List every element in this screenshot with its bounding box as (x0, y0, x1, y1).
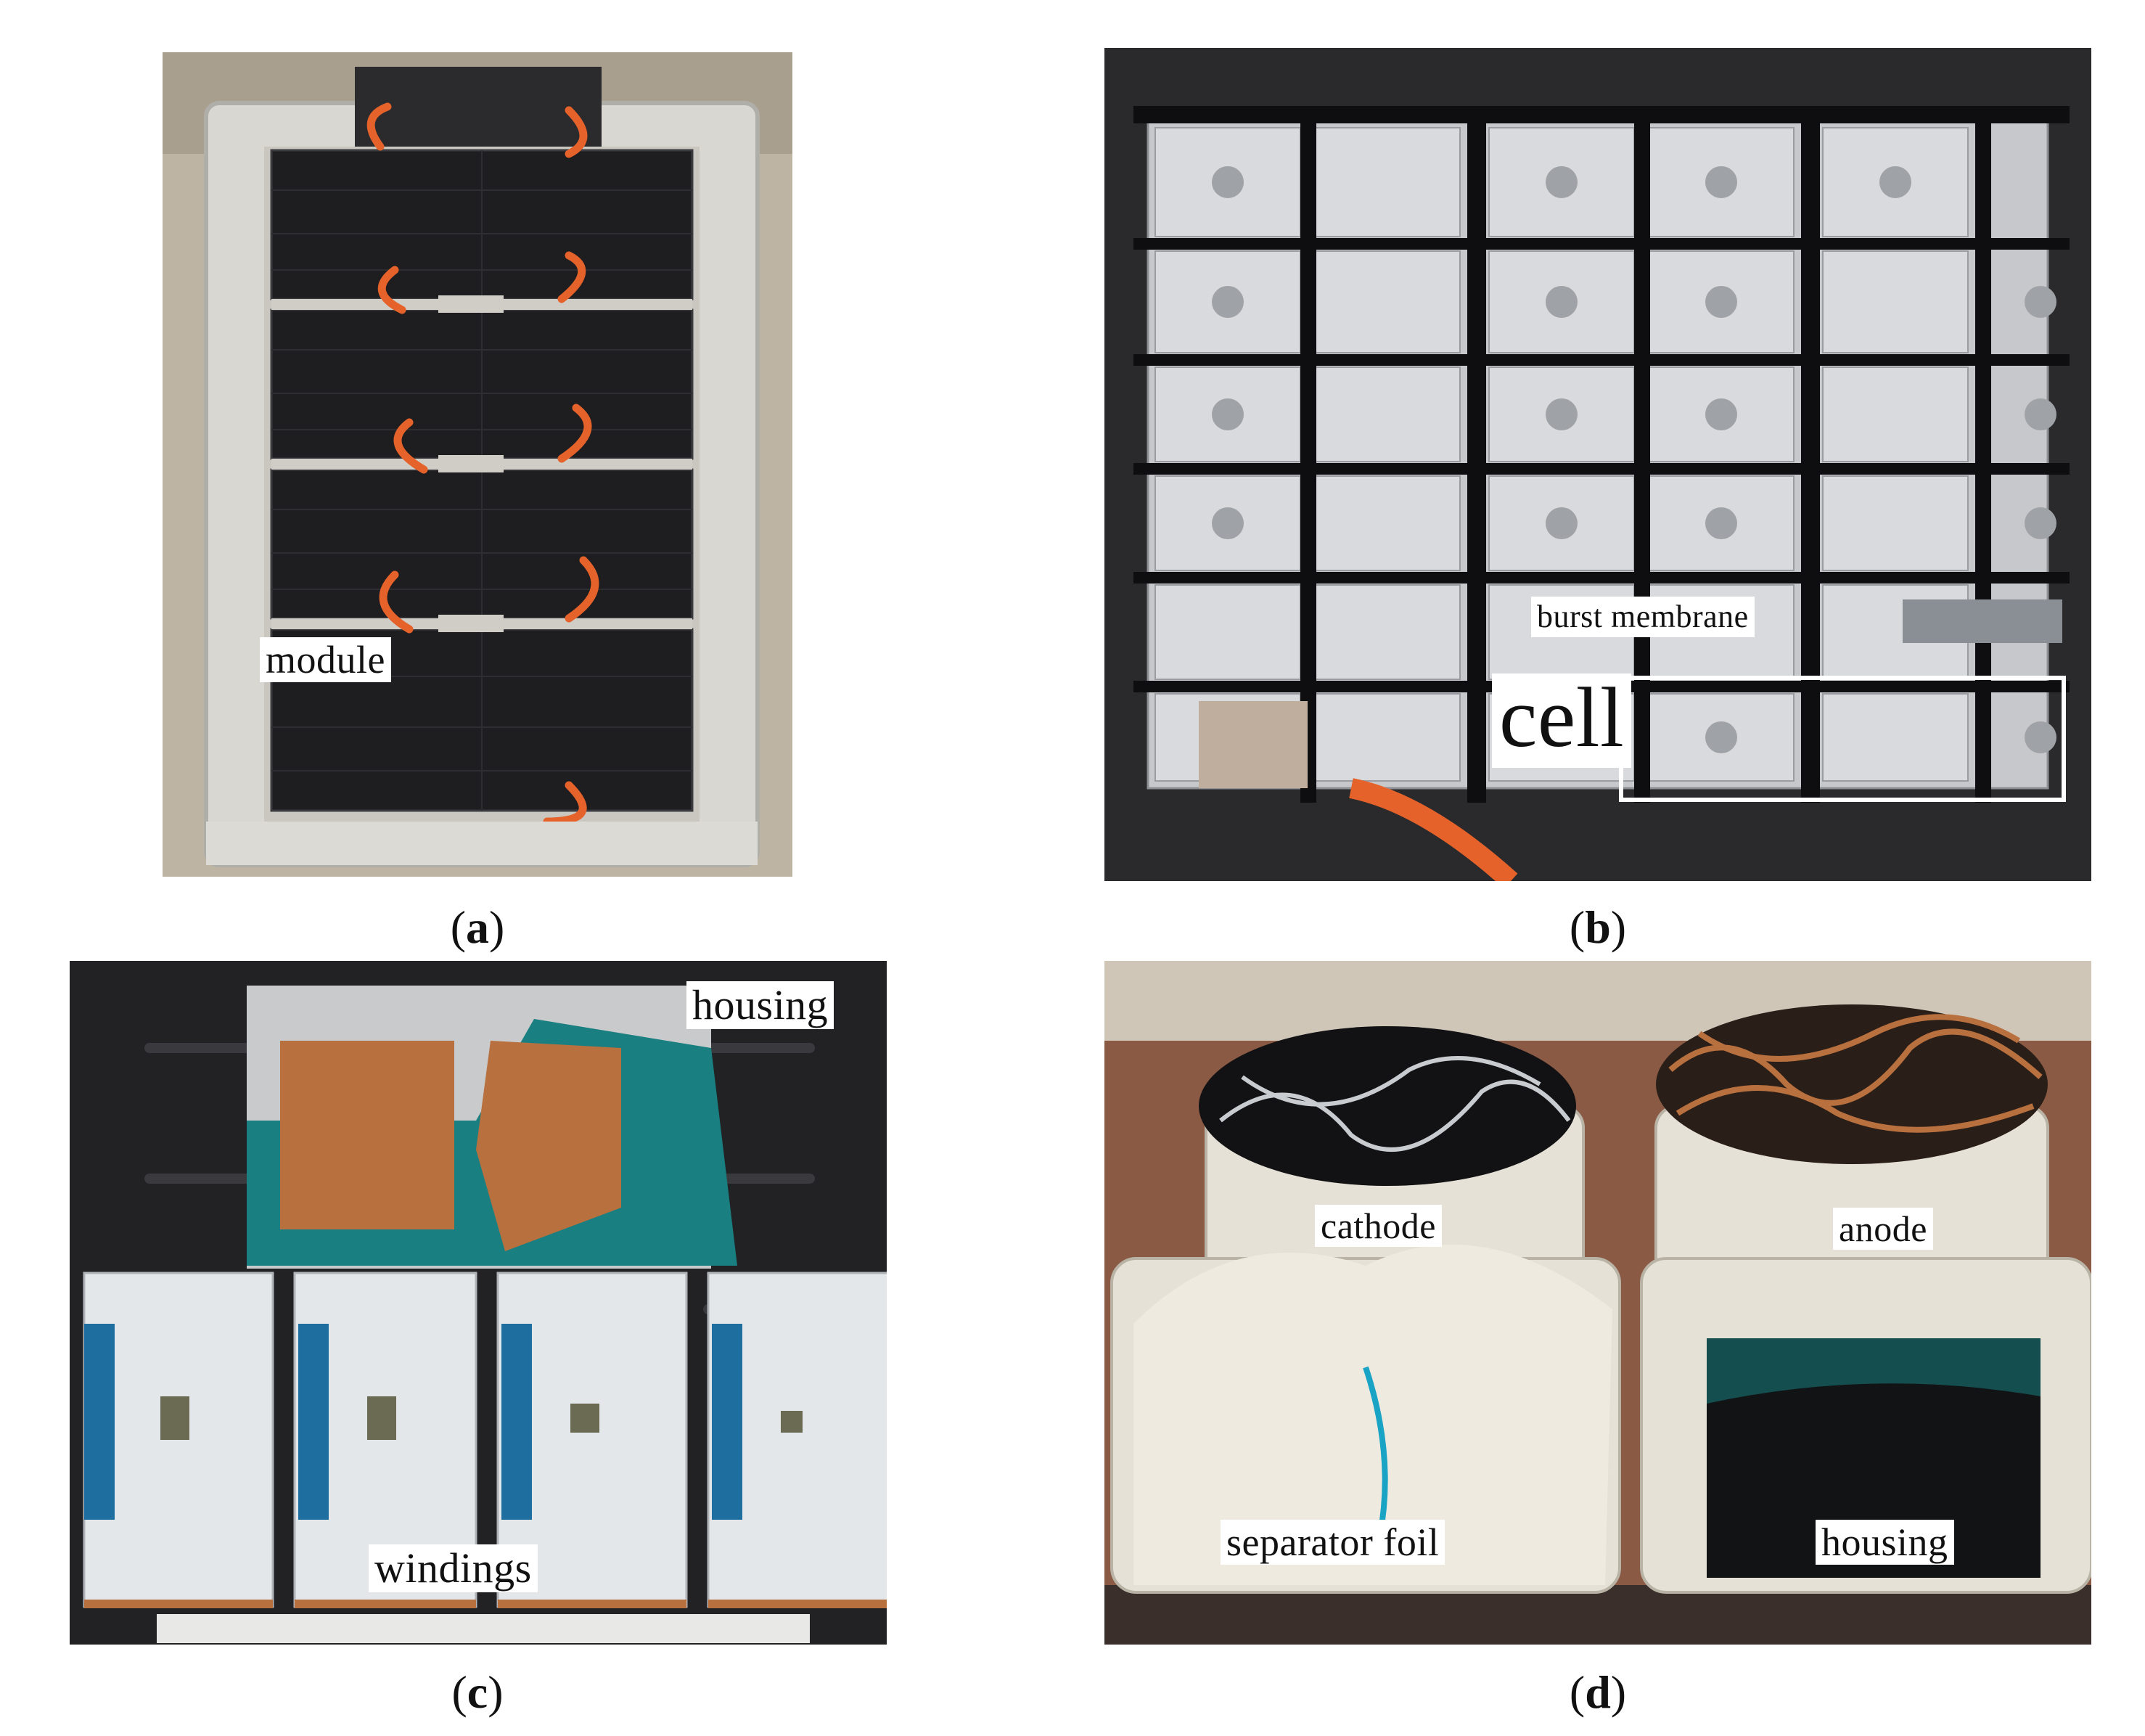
cell-label: cell (1492, 673, 1632, 768)
panel-a-battery-pack: module (163, 52, 792, 877)
panel-b-module: burst membrane cell (1104, 48, 2091, 881)
caption-d: (d) (1569, 1666, 1627, 1718)
caption-c: (c) (451, 1666, 504, 1718)
separator-foil-label: separator foil (1221, 1520, 1445, 1565)
anode-label: anode (1833, 1208, 1933, 1250)
caption-b: (b) (1569, 901, 1627, 953)
sorted-materials-photo (1104, 961, 2091, 1645)
panel-c-cell-components: housing windings (70, 961, 887, 1645)
cathode-label: cathode (1315, 1205, 1442, 1247)
housing-label-c: housing (686, 981, 834, 1029)
burst-membrane-label: burst membrane (1531, 597, 1755, 637)
battery-pack-photo (163, 52, 792, 877)
caption-a: (a) (450, 901, 505, 953)
windings-label: windings (369, 1544, 538, 1592)
panel-d-sorted-materials: cathode anode separator foil housing (1104, 961, 2091, 1645)
module-label: module (260, 637, 391, 682)
housing-label-d: housing (1816, 1520, 1954, 1565)
cell-components-photo (70, 961, 887, 1645)
